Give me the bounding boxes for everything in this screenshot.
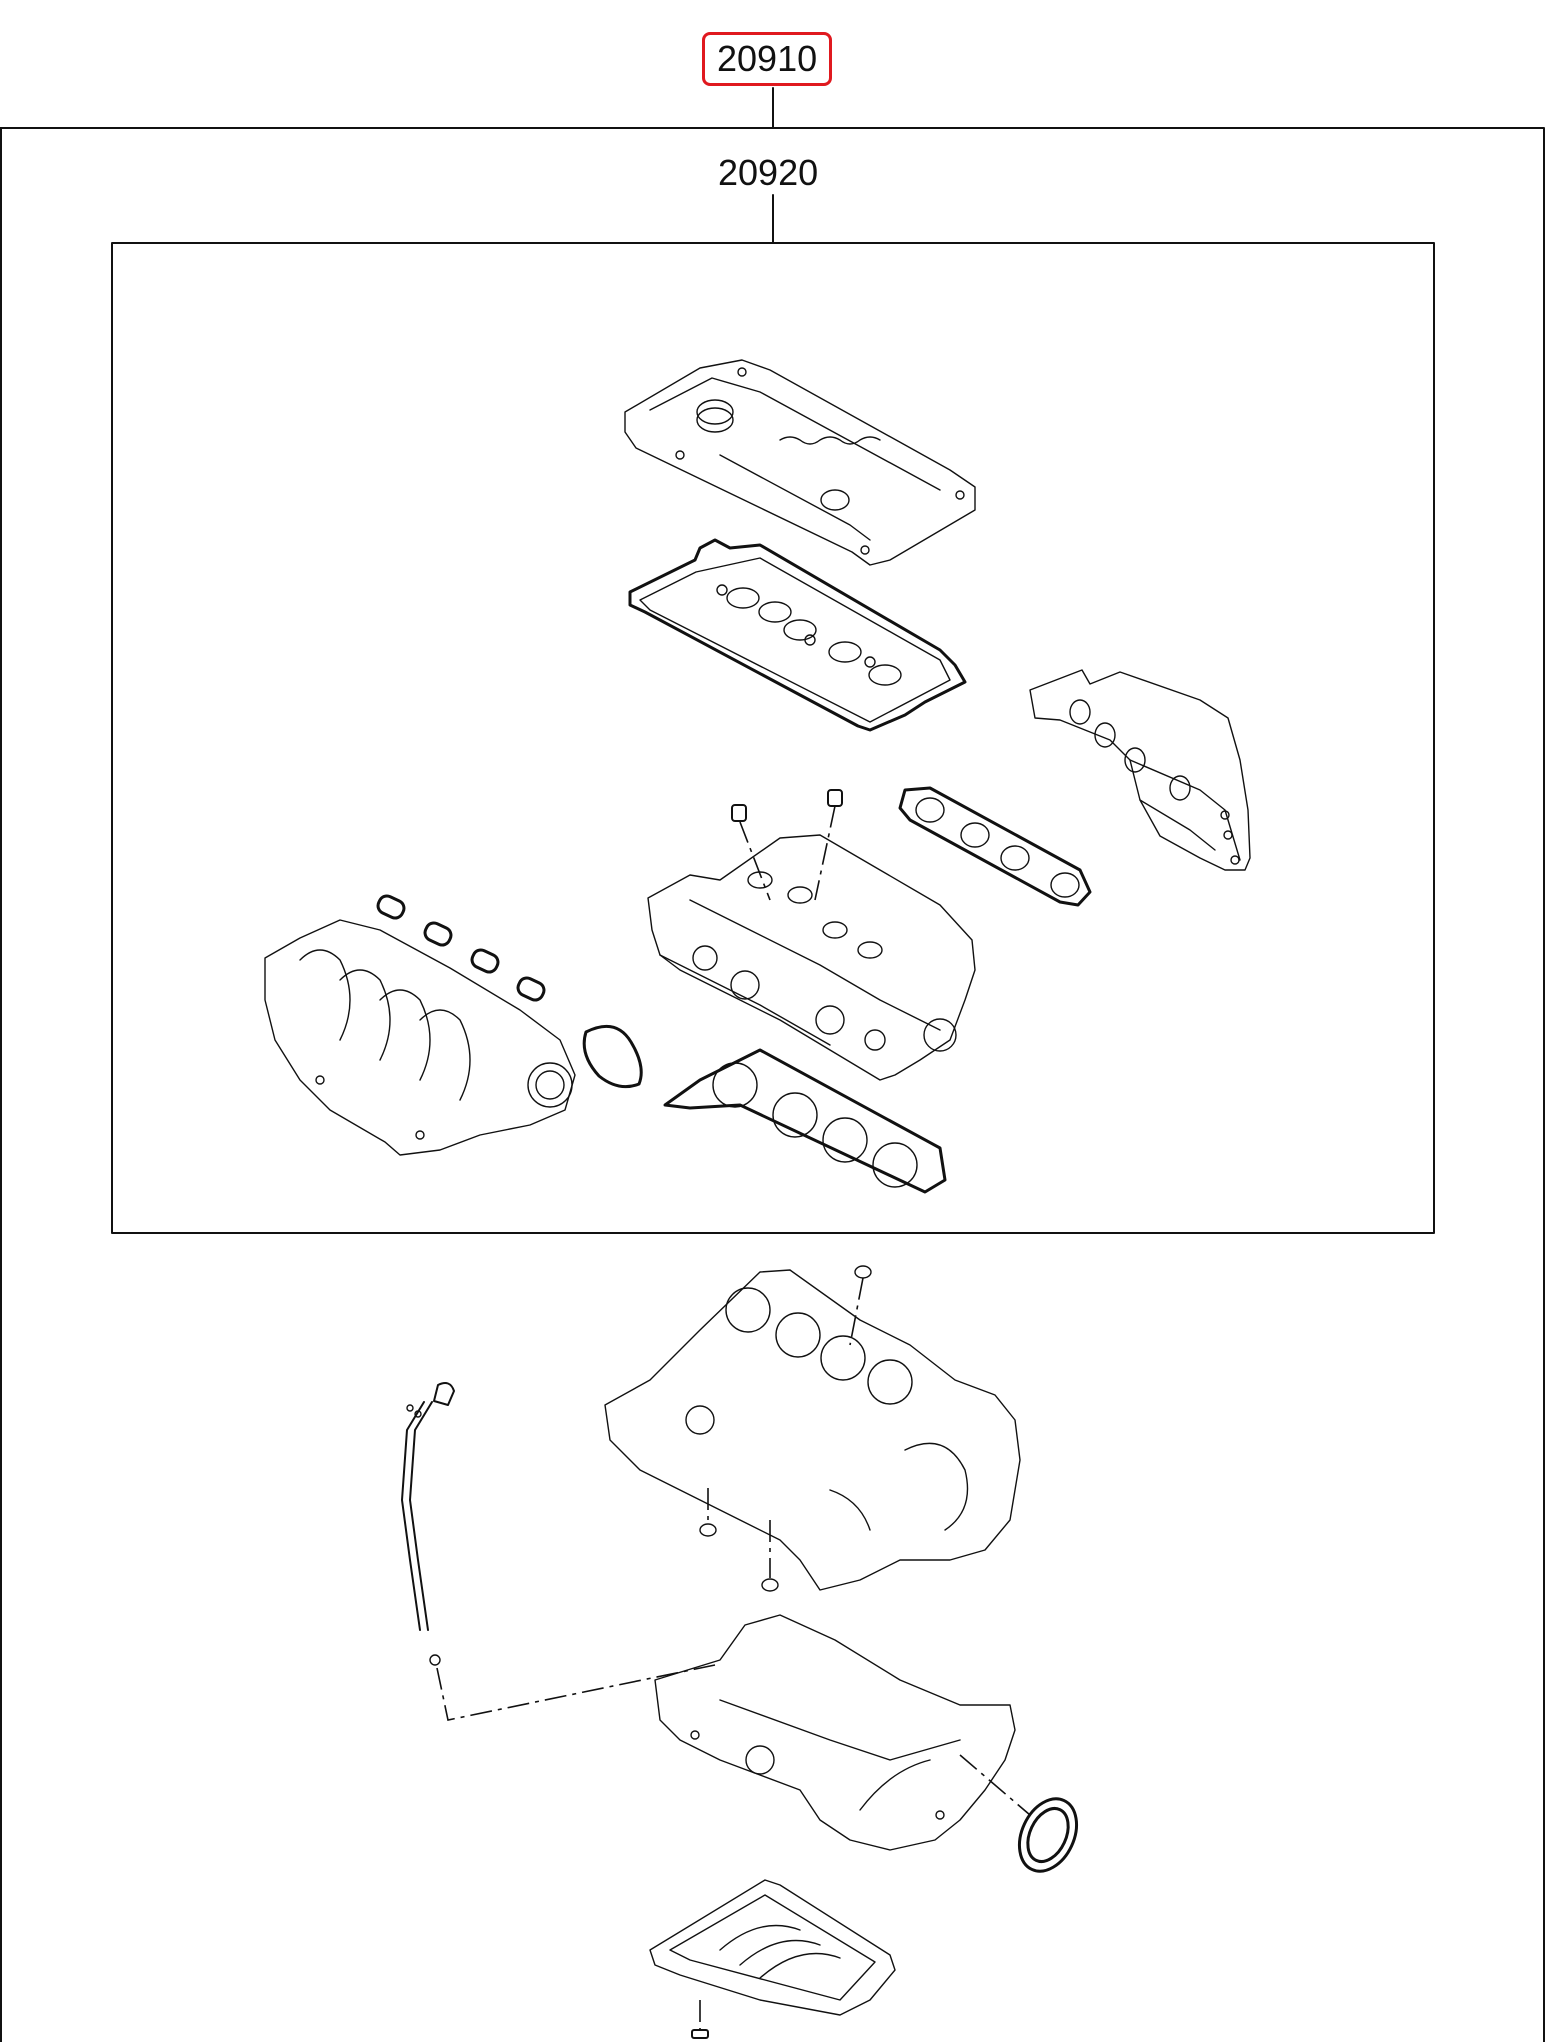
throttle-body-gasket xyxy=(582,1024,643,1089)
drain-plug xyxy=(691,2000,709,2039)
cylinder-head-cover xyxy=(624,359,976,566)
intake-manifold xyxy=(264,919,576,1156)
exhaust-manifold-gasket xyxy=(898,786,1092,907)
callout-20920[interactable]: 20920 xyxy=(718,152,819,193)
head-cover-gasket xyxy=(628,538,967,732)
oil-level-gauge xyxy=(401,1382,716,1721)
cylinder-head xyxy=(647,834,976,1081)
oil-pan-upper xyxy=(654,1614,1016,1851)
oil-pan-lower xyxy=(649,1879,896,2016)
callout-20910[interactable]: 20910 xyxy=(702,32,833,86)
kit-20920-frame xyxy=(111,194,1435,1234)
intake-manifold-gaskets xyxy=(376,894,546,1002)
cylinder-head-gasket xyxy=(663,1048,947,1194)
exhaust-manifold xyxy=(1029,669,1251,871)
cylinder-block xyxy=(604,1265,1021,1592)
kit-20910-frame xyxy=(0,87,1545,2042)
rear-oil-seal xyxy=(959,1754,1079,1873)
